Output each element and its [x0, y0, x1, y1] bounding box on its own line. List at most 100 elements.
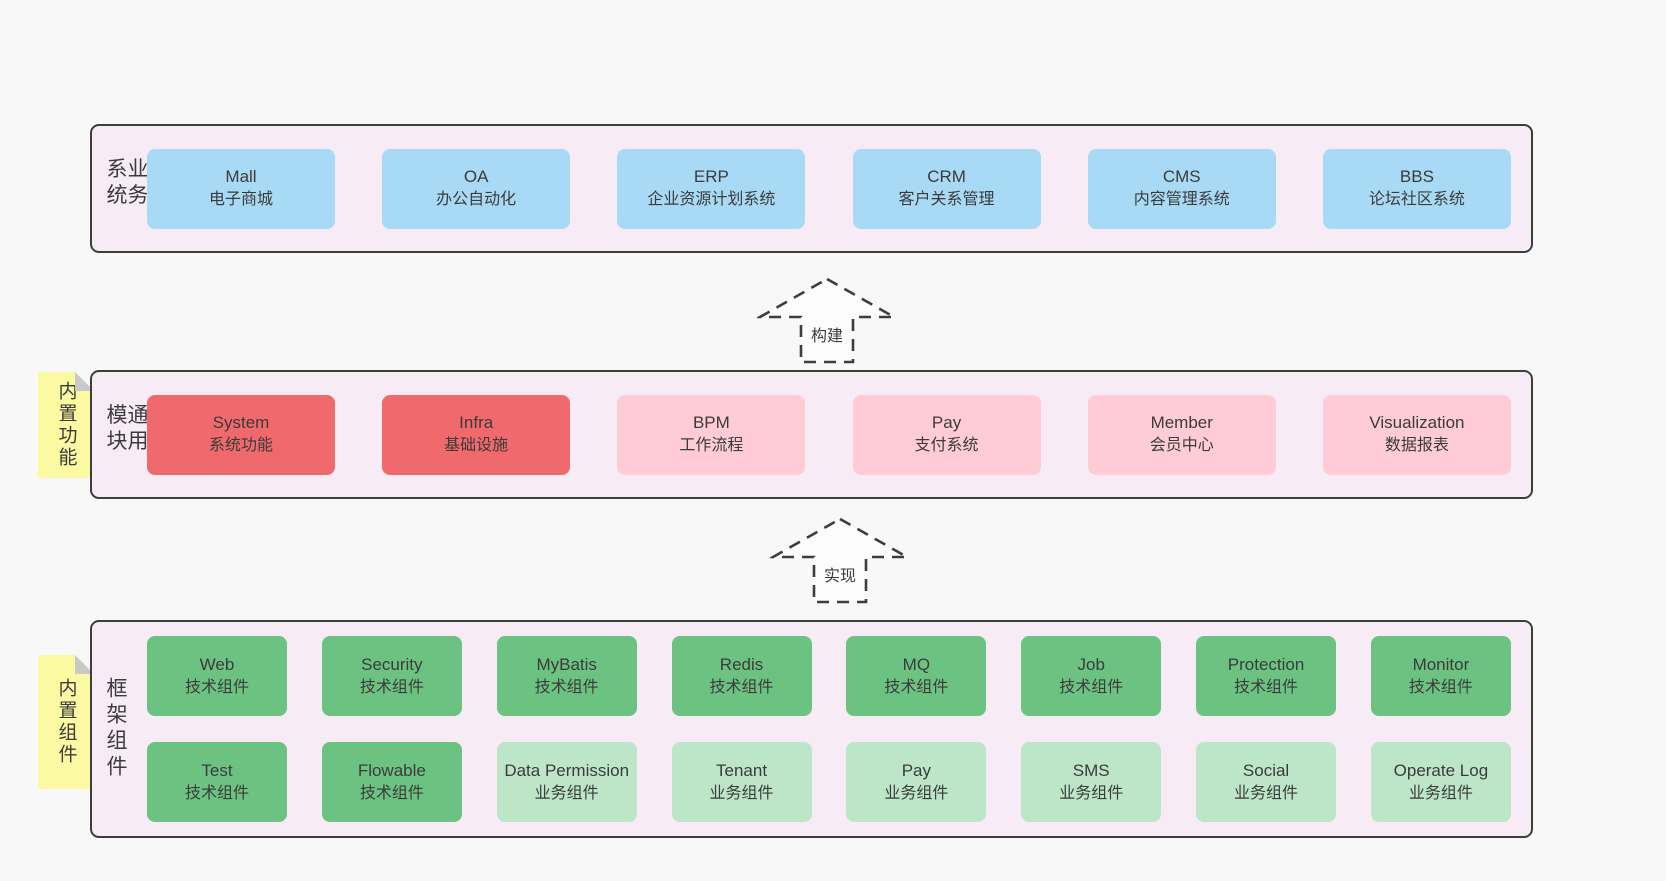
- module-box-crm: CRM 客户关系管理: [852, 148, 1041, 229]
- module-box-member: Member 会员中心: [1087, 394, 1276, 475]
- box-title: Operate Log: [1393, 760, 1489, 780]
- box-title: BPM: [692, 413, 730, 433]
- box-subtitle: 业务组件: [1059, 784, 1124, 802]
- module-box-job: Job 技术组件: [1021, 636, 1162, 716]
- module-box-visualization: Visualization 数据报表: [1322, 394, 1511, 475]
- box-title: CRM: [927, 167, 966, 187]
- box-subtitle: 技术组件: [534, 678, 599, 696]
- box-title: Mall: [225, 167, 257, 187]
- layer-common-modules: 通用模块 System 系统功能 Infra 基础设施 BPM 工作流程 Pay 支付系统 Me…: [90, 370, 1533, 499]
- arrow-build: 构建: [757, 276, 897, 366]
- box-subtitle: 基础设施: [444, 437, 509, 455]
- module-box-operate-log: Operate Log 业务组件: [1370, 742, 1511, 822]
- box-subtitle: 论坛社区系统: [1368, 191, 1465, 209]
- box-title: OA: [463, 167, 489, 187]
- up-arrow-icon: [757, 277, 897, 364]
- module-box-data-permission: Data Permission 业务组件: [496, 742, 637, 822]
- box-title: MyBatis: [536, 654, 597, 674]
- module-box-cms: CMS 内容管理系统: [1087, 148, 1276, 229]
- box-title: Test: [201, 760, 233, 780]
- box-subtitle: 业务组件: [884, 784, 949, 802]
- module-box-monitor: Monitor 技术组件: [1370, 636, 1511, 716]
- box-subtitle: 业务组件: [1234, 784, 1299, 802]
- module-box-tenant: Tenant 业务组件: [671, 742, 812, 822]
- arrow-implement: 实现: [770, 516, 910, 606]
- box-subtitle: 技术组件: [1408, 678, 1473, 696]
- layer-label-common-modules: 通用模块: [104, 403, 148, 456]
- box-subtitle: 技术组件: [1059, 678, 1124, 696]
- box-title: SMS: [1072, 760, 1110, 780]
- box-subtitle: 系统功能: [208, 437, 273, 455]
- box-subtitle: 业务组件: [1408, 784, 1473, 802]
- module-box-infra: Infra 基础设施: [382, 394, 571, 475]
- box-title: Tenant: [716, 760, 768, 780]
- box-title: Pay: [901, 760, 932, 780]
- module-box-protection: Protection 技术组件: [1196, 636, 1337, 716]
- box-title: ERP: [693, 167, 729, 187]
- box-subtitle: 技术组件: [359, 784, 424, 802]
- module-box-bpm: BPM 工作流程: [617, 394, 806, 475]
- layer-label-business-systems: 业务系统: [104, 157, 148, 210]
- module-box-bbs: BBS 论坛社区系统: [1322, 148, 1511, 229]
- sticky-note-label: 内置功能: [55, 381, 77, 469]
- box-title: Protection: [1227, 654, 1305, 674]
- box-title: System: [212, 413, 270, 433]
- box-title: Member: [1150, 413, 1213, 433]
- box-title: Flowable: [357, 760, 426, 780]
- module-box-oa: OA 办公自动化: [382, 148, 571, 229]
- box-subtitle: 内容管理系统: [1133, 191, 1230, 209]
- box-subtitle: 技术组件: [184, 678, 249, 696]
- module-box-mall: Mall 电子商城: [147, 148, 335, 229]
- module-box-pay: Pay 业务组件: [846, 742, 987, 822]
- module-box-erp: ERP 企业资源计划系统: [617, 148, 806, 229]
- box-subtitle: 办公自动化: [436, 191, 517, 209]
- box-subtitle: 工作流程: [679, 437, 744, 455]
- layer-business-systems: 业务系统 Mall 电子商城 OA 办公自动化 ERP 企业资源计划系统 CRM 客户关系管理…: [90, 124, 1533, 253]
- box-subtitle: 技术组件: [359, 678, 424, 696]
- box-subtitle: 业务组件: [709, 784, 774, 802]
- sticky-note-built-in-components: 内置组件: [38, 655, 94, 789]
- arrow-implement-label: 实现: [820, 562, 860, 586]
- box-title: Web: [199, 654, 235, 674]
- box-title: Visualization: [1369, 413, 1465, 433]
- box-subtitle: 技术组件: [1234, 678, 1299, 696]
- box-subtitle: 数据报表: [1384, 437, 1449, 455]
- box-subtitle: 电子商城: [208, 191, 273, 209]
- box-subtitle: 技术组件: [884, 678, 949, 696]
- box-title: BBS: [1399, 167, 1434, 187]
- module-box-web: Web 技术组件: [147, 636, 287, 716]
- module-box-social: Social 业务组件: [1196, 742, 1337, 822]
- box-subtitle: 技术组件: [709, 678, 774, 696]
- box-subtitle: 客户关系管理: [898, 191, 995, 209]
- common-modules-box-row: System 系统功能 Infra 基础设施 BPM 工作流程 Pay 支付系统 Member 会…: [147, 372, 1511, 497]
- sticky-note-label: 内置组件: [55, 678, 77, 766]
- module-box-system: System 系统功能: [147, 394, 335, 475]
- up-arrow-icon: [770, 517, 910, 604]
- box-subtitle: 会员中心: [1149, 437, 1214, 455]
- box-title: CMS: [1162, 167, 1201, 187]
- box-title: Monitor: [1412, 654, 1470, 674]
- module-box-sms: SMS 业务组件: [1021, 742, 1162, 822]
- box-title: Data Permission: [504, 760, 630, 780]
- layer-label-framework-components: 框架组件: [104, 677, 127, 781]
- box-title: Pay: [931, 413, 962, 433]
- module-box-flowable: Flowable 技术组件: [321, 742, 462, 822]
- box-subtitle: 企业资源计划系统: [647, 191, 776, 209]
- box-subtitle: 业务组件: [534, 784, 599, 802]
- box-subtitle: 支付系统: [914, 437, 979, 455]
- module-box-mybatis: MyBatis 技术组件: [496, 636, 637, 716]
- module-box-pay: Pay 支付系统: [852, 394, 1041, 475]
- box-title: Infra: [459, 413, 494, 433]
- module-box-redis: Redis 技术组件: [671, 636, 812, 716]
- box-title: Job: [1077, 654, 1105, 674]
- sticky-note-built-in-features: 内置功能: [38, 372, 94, 478]
- box-title: Redis: [719, 654, 764, 674]
- box-title: Social: [1242, 760, 1290, 780]
- arrow-build-label: 构建: [807, 322, 847, 346]
- business-systems-box-row: Mall 电子商城 OA 办公自动化 ERP 企业资源计划系统 CRM 客户关系管理 CMS 内容…: [147, 126, 1511, 251]
